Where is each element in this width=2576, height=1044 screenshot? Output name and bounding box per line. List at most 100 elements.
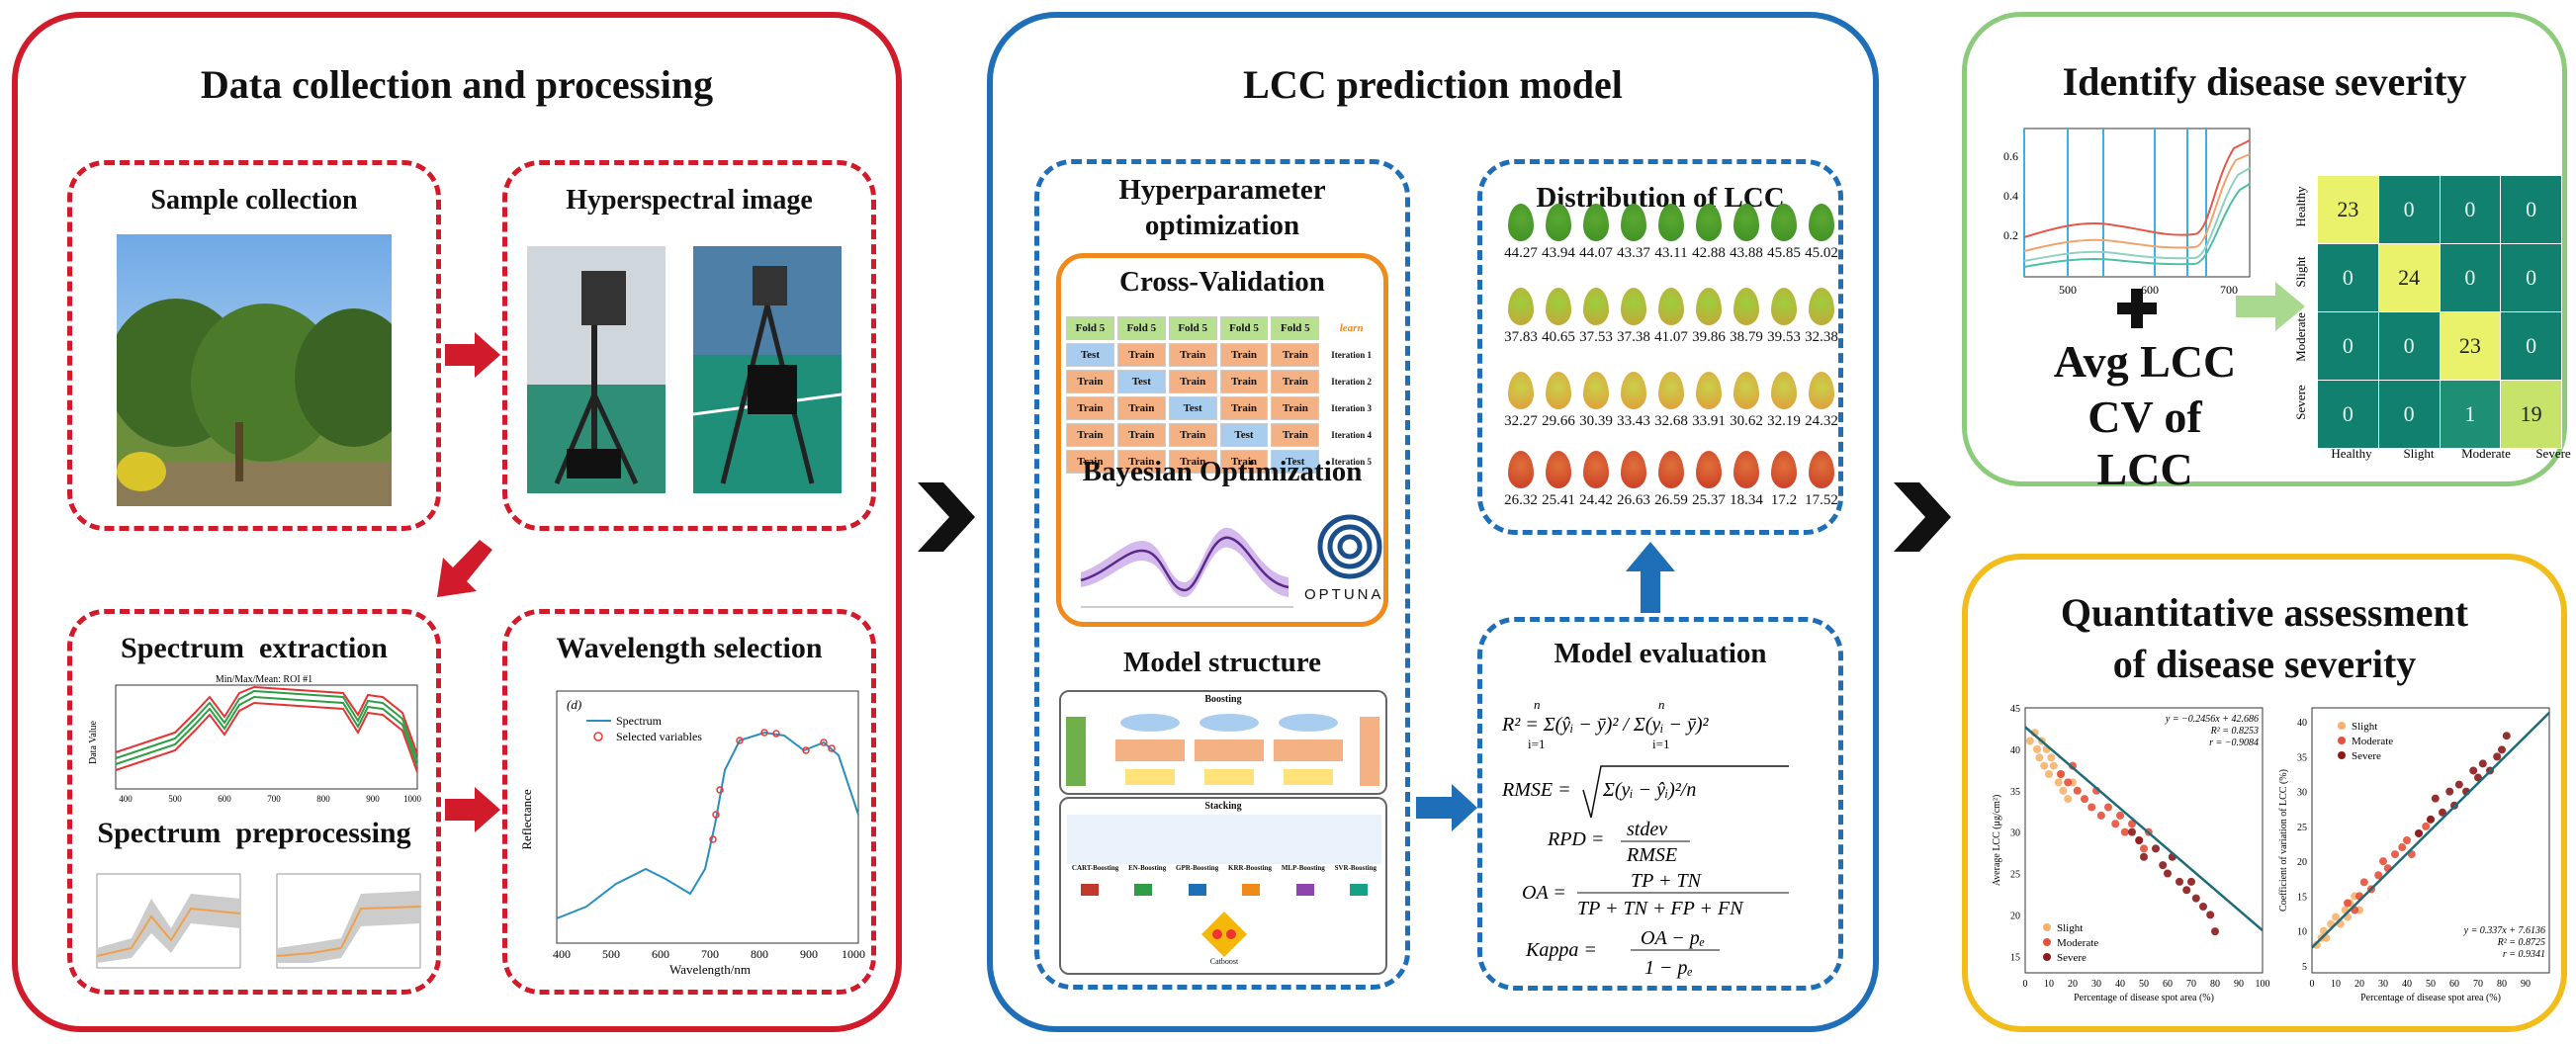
svg-text:800: 800 <box>316 794 330 804</box>
hyperspectral-image-title: Hyperspectral image <box>566 185 813 216</box>
eval-formulas: R² = Σ(ŷᵢ − ȳ)² / Σ(yᵢ − ȳ)² ni=1 ni=1 R… <box>1501 697 1789 979</box>
x-axis-label: Percentage of disease spot area (%) <box>2360 993 2501 1003</box>
lcc-value: 29.66 <box>1542 413 1575 429</box>
data-point <box>2493 752 2502 761</box>
data-point <box>2159 861 2168 870</box>
lcc-value: 25.41 <box>1542 492 1575 508</box>
panel-title: LCC prediction model <box>1243 62 1623 107</box>
data-point <box>2035 753 2044 762</box>
data-point <box>2454 780 2463 789</box>
y-tick: 30 <box>2297 788 2307 799</box>
data-point <box>2176 877 2183 886</box>
data-point <box>2047 753 2056 762</box>
panel-data-collection: Data collection and processing Sample co… <box>12 12 902 1032</box>
hyper-title-line2: optimization <box>1144 210 1300 241</box>
svg-text:n: n <box>1534 697 1541 712</box>
lcc-leaf <box>1508 372 1534 409</box>
data-point <box>2081 795 2088 804</box>
data-point <box>2059 786 2068 795</box>
optimization-box: Cross-Validation Fold 5 Fold 5 Fold 5 Fo… <box>1056 253 1388 627</box>
lcc-value: 32.38 <box>1805 329 1838 345</box>
data-point <box>2187 877 2195 886</box>
lcc-value: 43.94 <box>1542 245 1575 261</box>
data-point <box>2478 759 2487 768</box>
svg-text:stdev: stdev <box>1627 819 1667 840</box>
lcc-leaf <box>1733 451 1759 488</box>
roi-xticks: 400 500 600 700 800 900 1000 <box>119 794 421 804</box>
plus-icon <box>2117 289 2157 328</box>
lcc-leaf <box>1621 372 1646 409</box>
panel-title: Identify disease severity <box>2062 59 2467 104</box>
data-point <box>2445 787 2454 796</box>
svg-text:OA − pₑ: OA − pₑ <box>1641 927 1705 949</box>
legend-label: Slight <box>2352 721 2377 733</box>
sample-collection-title: Sample collection <box>150 185 358 216</box>
data-point <box>2312 940 2321 949</box>
camera-photo-1 <box>527 246 666 493</box>
lcc-leaf <box>1508 288 1534 325</box>
arrow-right-1 <box>445 332 500 378</box>
lcc-leaf <box>1658 451 1684 488</box>
lcc-leaf <box>1583 451 1609 488</box>
fit-equation: y = 0.337x + 7.6136 <box>2463 925 2545 936</box>
lcc-leaf <box>1696 204 1722 241</box>
svg-text:400: 400 <box>553 947 571 961</box>
svg-text:R² = Σ(ŷᵢ − ȳ)² / Σ(yᵢ − ȳ)²: R² = Σ(ŷᵢ − ȳ)² / Σ(yᵢ − ȳ)² <box>1501 714 1710 736</box>
y-tick: 40 <box>2010 745 2020 756</box>
data-point <box>2344 899 2352 908</box>
y-tick: 15 <box>2297 892 2307 903</box>
svg-text:n: n <box>1658 697 1665 712</box>
model-evaluation-box: Model evaluation R² = Σ(ŷᵢ − ȳ)² / Σ(yᵢ … <box>1477 617 1843 991</box>
lcc-value: 41.07 <box>1654 329 1688 345</box>
data-point <box>2064 778 2073 787</box>
svg-text:Wavelength/nm: Wavelength/nm <box>669 962 751 977</box>
chevron-right-icon-2 <box>1894 482 1951 552</box>
arrow-up <box>1626 542 1675 613</box>
svg-text:TP + TN: TP + TN <box>1631 870 1703 892</box>
lcc-value: 39.86 <box>1692 329 1726 345</box>
svg-text:600: 600 <box>652 947 669 961</box>
data-point <box>2439 808 2446 817</box>
svg-text:400: 400 <box>119 794 133 804</box>
x-tick: 50 <box>2139 979 2149 990</box>
x-tick: 40 <box>2115 979 2125 990</box>
lcc-leaf <box>1771 288 1797 325</box>
svg-text:500: 500 <box>168 794 182 804</box>
svg-text:Moderate: Moderate <box>2461 446 2511 461</box>
data-point <box>2140 852 2148 861</box>
stacking-label: Stacking <box>1204 801 1242 812</box>
data-point <box>2073 786 2082 795</box>
lcc-value: 33.43 <box>1617 413 1650 429</box>
bayes-title: Bayesian Optimization <box>1082 456 1363 487</box>
lcc-value: 17.2 <box>1770 492 1798 508</box>
data-point <box>2057 770 2065 778</box>
arrow-right-2 <box>445 787 500 832</box>
lcc-leaf <box>1696 288 1722 325</box>
svg-text:Slight: Slight <box>2403 446 2434 461</box>
svg-text:600: 600 <box>218 794 231 804</box>
lcc-leaf <box>1733 372 1759 409</box>
lcc-leaf <box>1658 288 1684 325</box>
data-point <box>2469 766 2478 775</box>
legend-marker <box>2338 751 2346 759</box>
lcc-leaf <box>1809 372 1834 409</box>
fit-equation: R² = 0.8253 <box>2210 726 2259 737</box>
svg-text:RMSE: RMSE <box>1626 844 1677 866</box>
x-tick: 70 <box>2473 979 2483 990</box>
lcc-value: 24.32 <box>1805 413 1838 429</box>
lcc-value: 26.63 <box>1617 492 1650 508</box>
lcc-leaf <box>1771 451 1797 488</box>
x-tick: 0 <box>2023 979 2028 990</box>
data-point <box>2427 815 2435 824</box>
data-point <box>2128 827 2136 836</box>
data-point <box>2391 850 2399 859</box>
svg-text:Spectrum: Spectrum <box>616 714 663 728</box>
svg-text:0.2: 0.2 <box>2003 228 2018 242</box>
lcc-leaf <box>1771 372 1797 409</box>
legend-marker <box>2338 737 2346 744</box>
x-tick: 40 <box>2402 979 2412 990</box>
lcc-value: 32.19 <box>1767 413 1801 429</box>
